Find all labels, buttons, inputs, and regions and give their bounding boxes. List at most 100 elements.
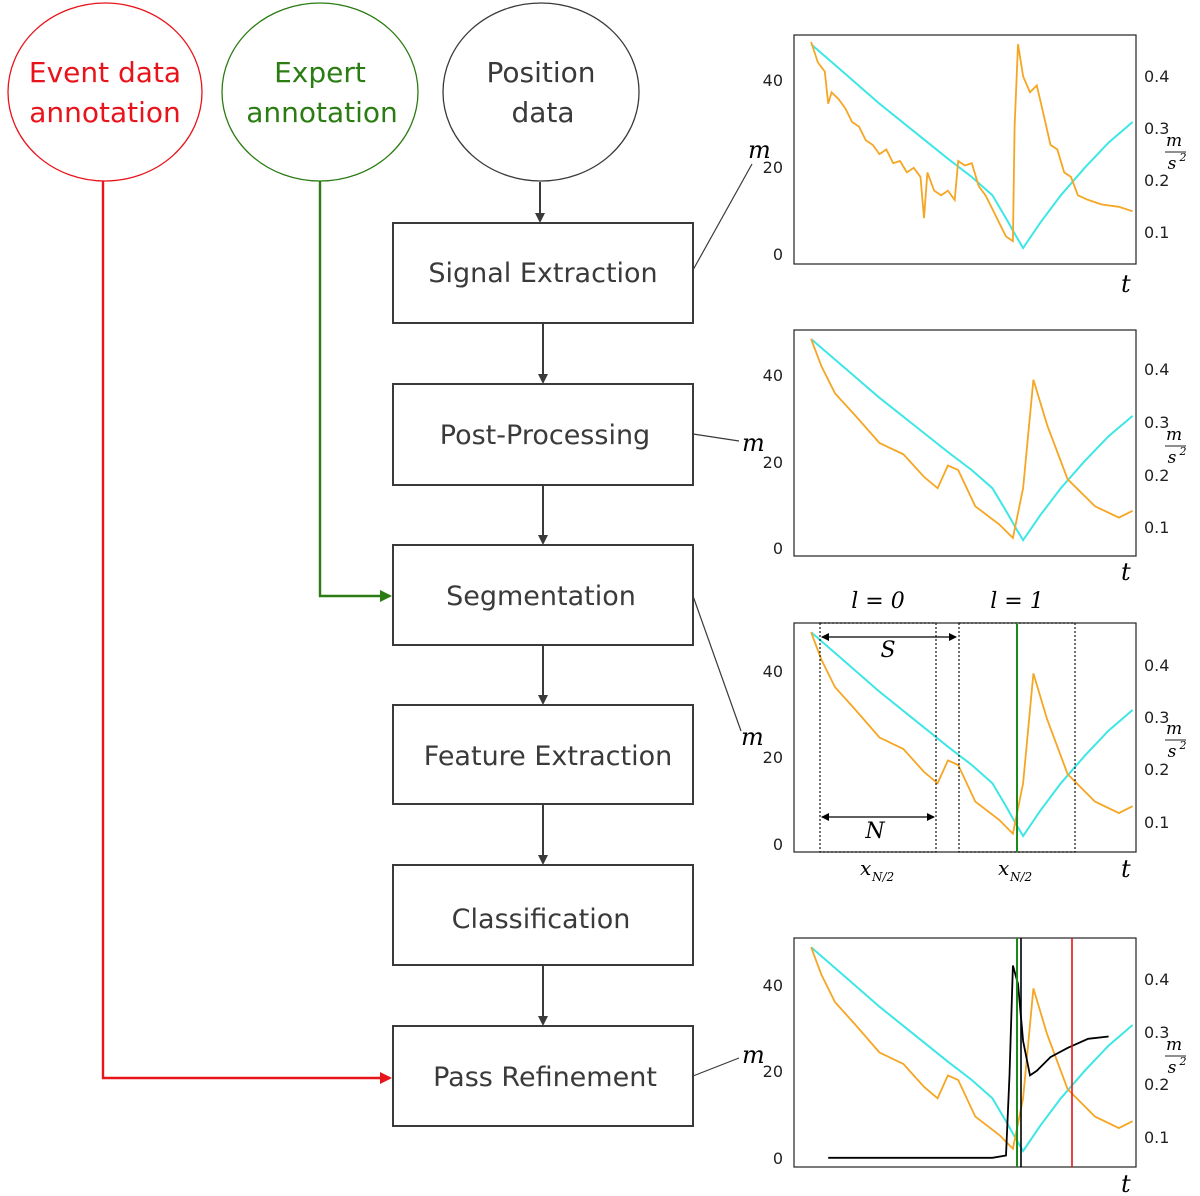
svg-text:x: x <box>998 856 1009 880</box>
plot4-ytick-40: 40 <box>763 976 783 995</box>
plot1-ytick-20: 20 <box>763 158 783 177</box>
step-classification-label: Classification <box>452 904 631 935</box>
svg-text:m: m <box>1166 719 1182 739</box>
svg-text:m: m <box>1166 1035 1182 1055</box>
plot3-rtick-0.3: 0.3 <box>1144 708 1169 727</box>
svg-text:m: m <box>1166 131 1182 151</box>
step-feature-label: Feature Extraction <box>424 741 672 772</box>
plot3-ytick-20: 20 <box>763 748 783 767</box>
label-stride: S <box>880 638 895 663</box>
plot2-ytick-20: 20 <box>763 453 783 472</box>
plot2-rtick-0.4: 0.4 <box>1144 360 1169 379</box>
plot1-ytick-0: 0 <box>773 245 783 264</box>
event-label-line1: Event data <box>29 56 181 89</box>
plot1-left-unit: m <box>748 136 771 164</box>
plot-segmentation: l = 0 l = 1 S N x N/2 x N/2 40 20 0 0.4 … <box>741 589 1187 884</box>
expert-label-line2: annotation <box>246 96 398 129</box>
plot2-ytick-40: 40 <box>763 366 783 385</box>
plot4-time-label: t <box>1121 1170 1131 1196</box>
plot4-rtick-0.2: 0.2 <box>1144 1075 1169 1094</box>
plot2-rtick-0.2: 0.2 <box>1144 466 1169 485</box>
step-refinement-label: Pass Refinement <box>433 1062 657 1093</box>
plot1-rtick-0.1: 0.1 <box>1144 223 1169 242</box>
svg-text:2: 2 <box>1179 739 1187 752</box>
plot1-rtick-0.4: 0.4 <box>1144 67 1169 86</box>
leader-refinement <box>692 1057 740 1077</box>
label-window: N <box>864 819 885 844</box>
plot4-rtick-0.3: 0.3 <box>1144 1023 1169 1042</box>
label-center-l0: x N/2 <box>860 856 894 884</box>
step-pass-refinement: Pass Refinement <box>392 1025 694 1127</box>
plot3-rtick-0.2: 0.2 <box>1144 760 1169 779</box>
source-position-data: Position data <box>442 2 640 182</box>
step-signal-extraction: Signal Extraction <box>392 222 694 324</box>
plot2-left-unit: m <box>742 429 765 457</box>
step-segmentation: Segmentation <box>392 544 694 646</box>
plot4-ytick-20: 20 <box>763 1062 783 1081</box>
plot3-right-unit: m s 2 <box>1165 719 1187 762</box>
svg-text:s: s <box>1168 448 1177 468</box>
plot2-time-label: t <box>1121 558 1131 586</box>
plot4-right-unit: m s 2 <box>1165 1035 1187 1078</box>
plot1-time-label: t <box>1121 270 1131 298</box>
leader-post <box>692 433 740 442</box>
svg-text:2: 2 <box>1179 445 1187 458</box>
svg-text:x: x <box>860 856 871 880</box>
plot4-ytick-0: 0 <box>773 1149 783 1168</box>
position-label-line1: Position <box>486 56 595 89</box>
plot4-rtick-0.1: 0.1 <box>1144 1128 1169 1147</box>
source-expert-annotation: Expert annotation <box>221 2 419 182</box>
svg-text:s: s <box>1168 154 1177 174</box>
expert-label-line1: Expert <box>274 56 366 89</box>
signal-plots: 40 20 0 0.4 0.3 0.2 0.1 m t m s 2 40 20 … <box>741 34 1187 1196</box>
label-l1: l = 1 <box>990 589 1043 614</box>
plot2-rtick-0.1: 0.1 <box>1144 518 1169 537</box>
leader-signal <box>692 163 753 271</box>
svg-text:m: m <box>1166 425 1182 445</box>
svg-text:s: s <box>1168 1058 1177 1078</box>
plot3-rtick-0.4: 0.4 <box>1144 656 1169 675</box>
plot2-right-unit: m s 2 <box>1165 425 1187 468</box>
step-classification: Classification <box>392 864 694 966</box>
plot2-ytick-0: 0 <box>773 539 783 558</box>
plot1-rtick-0.2: 0.2 <box>1144 171 1169 190</box>
plot-leaders <box>692 163 753 1077</box>
plot4-left-unit: m <box>742 1041 765 1069</box>
plot2-orange-series <box>810 338 1134 540</box>
plot1-ytick-40: 40 <box>763 71 783 90</box>
plot-pass-refinement: 40 20 0 0.4 0.3 0.2 0.1 m t m s 2 <box>742 937 1187 1196</box>
plot1-right-unit: m s 2 <box>1165 131 1187 174</box>
plot1-orange-series <box>810 41 1133 243</box>
step-segmentation-label: Segmentation <box>446 581 636 612</box>
position-label-line2: data <box>511 96 574 129</box>
plot4-rtick-0.4: 0.4 <box>1144 970 1169 989</box>
step-signal-label: Signal Extraction <box>428 258 657 289</box>
svg-text:2: 2 <box>1179 151 1187 164</box>
label-l0: l = 0 <box>851 589 904 614</box>
arrow-event-to-refinement <box>101 181 392 1084</box>
step-post-label: Post-Processing <box>440 420 650 451</box>
svg-text:N/2: N/2 <box>1009 870 1032 884</box>
plot3-ytick-0: 0 <box>773 835 783 854</box>
plot4-classifier-output <box>828 965 1109 1159</box>
plot4-cyan-series <box>810 946 1134 1153</box>
svg-text:2: 2 <box>1179 1055 1187 1068</box>
svg-text:s: s <box>1168 742 1177 762</box>
plot1-cyan-series <box>810 43 1134 250</box>
plot2-cyan-series <box>810 338 1134 543</box>
plot3-ytick-40: 40 <box>763 662 783 681</box>
source-event-data: Event data annotation <box>7 2 203 182</box>
event-label-line2: annotation <box>29 96 181 129</box>
window-l0 <box>819 622 937 853</box>
step-feature-extraction: Feature Extraction <box>392 704 694 805</box>
label-center-l1: x N/2 <box>998 856 1032 884</box>
leader-segmentation <box>692 595 742 732</box>
plot4-orange-series <box>810 946 1134 1151</box>
plot3-time-label: t <box>1121 855 1131 883</box>
plot2-rtick-0.3: 0.3 <box>1144 413 1169 432</box>
plot3-left-unit: m <box>741 723 764 751</box>
plot1-rtick-0.3: 0.3 <box>1144 119 1169 138</box>
plot-post-processing: 40 20 0 0.4 0.3 0.2 0.1 m t m s 2 <box>742 329 1187 586</box>
svg-text:N/2: N/2 <box>871 870 894 884</box>
